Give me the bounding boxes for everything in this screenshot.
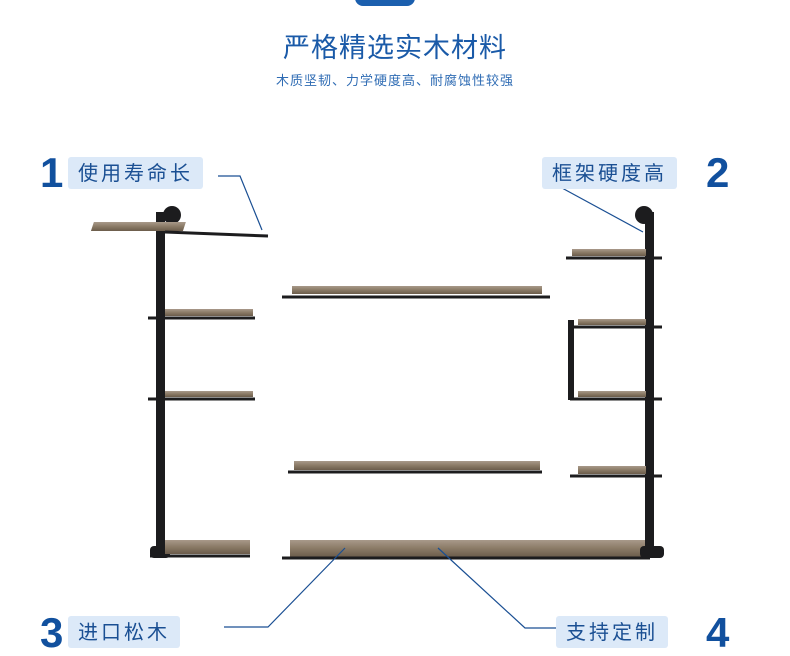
leader-line-2	[561, 187, 644, 233]
feature-label-2: 框架硬度高	[542, 157, 677, 189]
left-vertical-pipe	[156, 212, 165, 557]
page-subtitle: 木质坚韧、力学硬度高、耐腐蚀性较强	[275, 74, 514, 89]
leader-lines	[218, 175, 644, 629]
right-shelf-2	[578, 319, 646, 325]
feature-number-4: 4	[706, 609, 730, 656]
left-shelf-2	[165, 309, 253, 316]
right-shelf-4	[578, 466, 646, 474]
left-top-elbow	[163, 206, 181, 224]
right-shelf-unit	[566, 206, 664, 558]
right-shelf-1	[572, 249, 646, 256]
right-vertical-pipe	[645, 212, 654, 557]
leader-line-1	[218, 175, 263, 231]
left-shelf-unit	[90, 206, 269, 558]
leader-line-4	[437, 547, 556, 629]
right-top-elbow	[635, 206, 653, 224]
shelf-diagram	[90, 175, 664, 629]
top-tab-decoration	[355, 0, 415, 6]
middle-shelf-top	[292, 286, 542, 294]
left-shelf-4	[165, 540, 250, 554]
leader-line-3	[224, 547, 346, 628]
feature-number-1: 1	[40, 149, 64, 196]
feature-label-1: 使用寿命长	[68, 157, 203, 189]
feature-label-3: 进口松木	[68, 616, 180, 648]
right-shelf-3	[578, 391, 646, 397]
feature-number-2: 2	[706, 149, 730, 196]
middle-shelf-group	[282, 286, 650, 560]
left-shelf-1	[90, 222, 186, 231]
left-shelf-3	[165, 391, 253, 397]
feature-number-3: 3	[40, 609, 64, 656]
feature-label-4: 支持定制	[556, 616, 668, 648]
middle-shelf-bottom	[290, 540, 648, 557]
page-title: 严格精选实木材料	[283, 33, 507, 64]
middle-shelf-center	[294, 461, 540, 470]
